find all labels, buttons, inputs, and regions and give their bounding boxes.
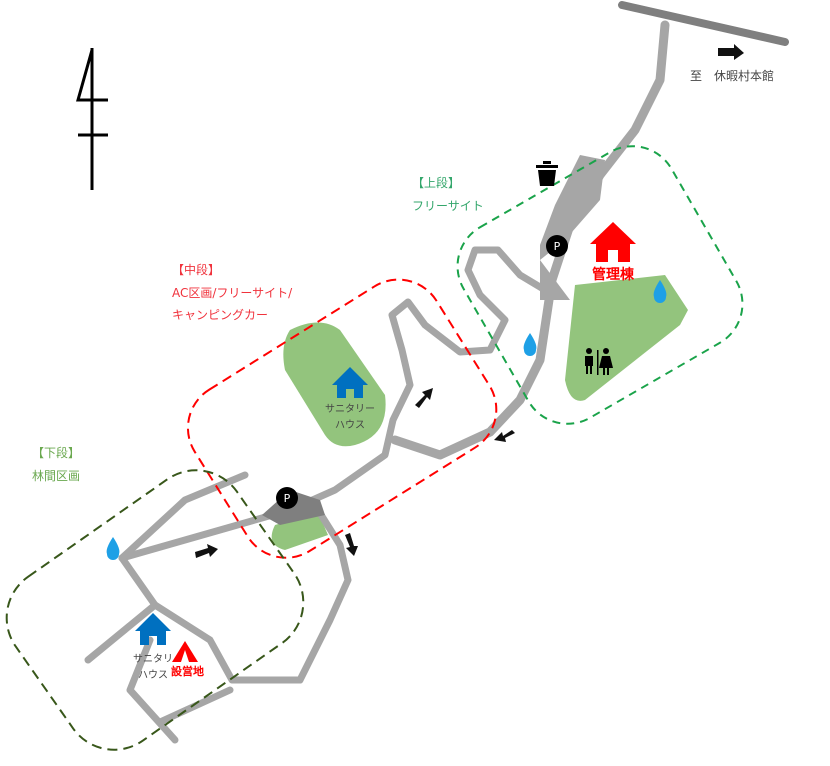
zone-middle-boundary (186, 278, 498, 559)
direction-label: 至 休暇村本館 (690, 69, 775, 83)
label-line: ハウス (138, 670, 168, 681)
zone-upper-desc: フリーサイト (412, 199, 484, 213)
sanitary-house-icon (135, 613, 171, 645)
zone-lower-desc: 林間区画 (32, 469, 81, 483)
arrow-icon (195, 544, 218, 558)
office-building-icon (590, 222, 636, 262)
zone-upper-title: 【上段】 (412, 176, 461, 190)
zone-lower-boundary (5, 469, 305, 751)
svg-text:P: P (284, 492, 291, 505)
parking-icon: P (276, 487, 298, 509)
green-area-parking (271, 512, 328, 550)
arrow-icon (345, 533, 358, 556)
zone-middle-title: 【中段】 (172, 263, 221, 277)
label-line: サニタリ (133, 654, 173, 665)
campsite-label: 設営地 (171, 665, 204, 678)
sanitary-house-label-lower: サニタリ ハウス (123, 652, 183, 684)
green-area-upper (565, 275, 688, 401)
road-branch-north (118, 471, 249, 562)
parking-area-middle (262, 490, 325, 525)
zone-upper-boundary (456, 145, 744, 425)
north-arrow (76, 48, 108, 190)
road-loop-lower (151, 506, 352, 684)
parking-icon: P (546, 235, 568, 257)
arrow-icon (494, 430, 515, 442)
toilet-icon (585, 348, 613, 375)
tent-icon (172, 641, 198, 662)
label-line: ハウス (335, 420, 365, 431)
parking-area-upper (540, 155, 605, 300)
svg-text:P: P (554, 240, 561, 253)
arrow-icon (718, 44, 744, 60)
trash-icon (536, 161, 558, 186)
water-icon (653, 280, 667, 303)
water-icon (106, 537, 120, 560)
label-line: サニタリー (325, 404, 375, 415)
zone-lower-title: 【下段】 (32, 446, 81, 460)
highway-road (618, 1, 789, 46)
arrow-icon (415, 388, 433, 408)
office-label: 管理棟 (592, 267, 634, 283)
zone-middle-desc: キャンピングカー (172, 308, 269, 322)
direction-arrows (195, 44, 744, 558)
zone-middle-desc: AC区画/フリーサイト/ (172, 286, 293, 300)
water-icons (106, 280, 667, 560)
winding-road (118, 246, 549, 562)
road-lower-site (126, 636, 234, 744)
water-icon (523, 333, 537, 356)
sanitary-house-label-middle: サニタリー ハウス (318, 402, 382, 434)
sanitary-house-icon (332, 367, 368, 398)
